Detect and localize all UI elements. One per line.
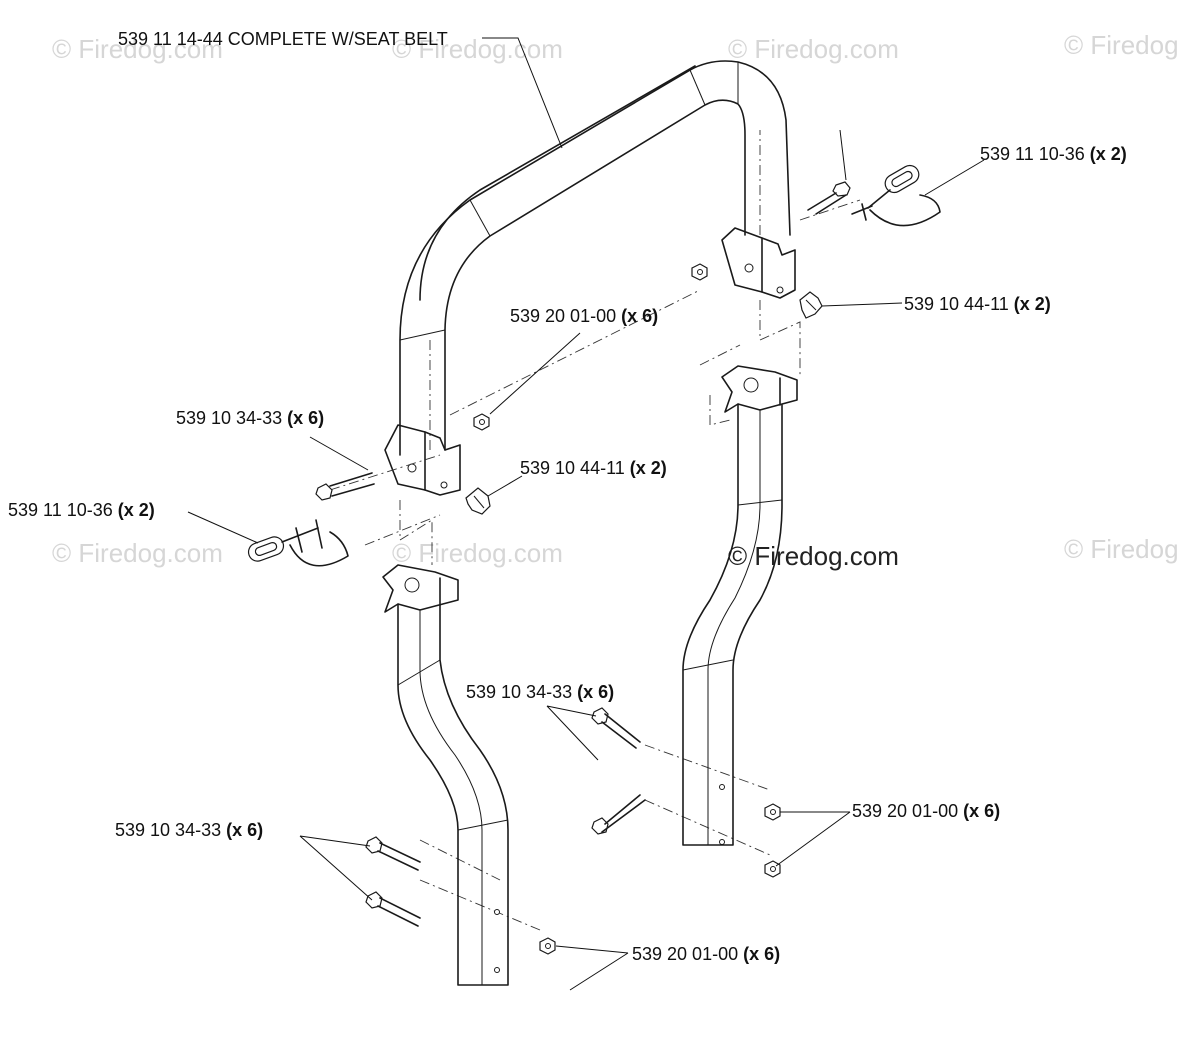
quantity: (x 2) [630,458,667,478]
quantity: (x 6) [226,820,263,840]
quantity: (x 2) [1090,144,1127,164]
callout-nut-lower-left: 539 20 01-00 (x 6) [632,944,780,964]
bolt-upper-right [807,181,851,215]
watermark: © Firedog.com [392,34,563,64]
watermark: © Firedog.com [728,34,899,64]
callout-bolt-lower-left: 539 10 34-33 (x 6) [115,820,263,840]
bolt-lower-left-1 [365,836,421,871]
part-number: 539 11 10-36 [980,144,1085,164]
left-lower-leg [382,564,509,986]
quantity: (x 6) [577,682,614,702]
callout-nut-upper: 539 20 01-00 (x 6) [510,306,658,326]
knob-upper-right [799,291,823,319]
leader-lines [187,37,985,991]
watermark: © Firedog.com [1064,534,1180,564]
quantity: (x 6) [963,801,1000,821]
nut-upper-right [691,263,708,281]
callout-nut-lower-right: 539 20 01-00 (x 6) [852,801,1000,821]
part-number: 539 20 01-00 [852,801,958,821]
callout-knob-left: 539 10 44-11 (x 2) [520,458,667,478]
part-number: 539 10 34-33 [176,408,282,428]
knob-left [465,487,491,515]
watermark: © Firedog.com [1064,30,1180,60]
watermark-layer: © Firedog.com © Firedog.com © Firedog.co… [52,30,1180,571]
bolt-upper-left [315,472,375,501]
nut-lower-left [539,937,556,955]
callout-bolt-upper-left: 539 10 34-33 (x 6) [176,408,324,428]
part-number: 539 10 34-33 [466,682,572,702]
watermark: © Firedog.com [392,538,563,568]
callout-knob-top-right: 539 10 44-11 (x 2) [904,294,1051,314]
bolt-lower-right-2 [591,794,646,835]
callout-pin-left: 539 11 10-36 (x 2) [8,500,155,520]
quantity: (x 2) [118,500,155,520]
watermark: © Firedog.com [52,538,223,568]
bolt-lower-left-2 [365,891,421,927]
watermark-center: © Firedog.com [728,541,899,571]
part-number: 539 20 01-00 [632,944,738,964]
part-number: 539 10 44-11 [904,294,1009,314]
part-number: 539 10 34-33 [115,820,221,840]
hitch-pin-top-right [851,164,941,227]
watermark: © Firedog.com [52,34,223,64]
nut-upper-middle [473,413,490,431]
callout-bolt-lower-right: 539 10 34-33 (x 6) [466,682,614,702]
part-number: 539 11 14-44 COMPLETE W/SEAT BELT [118,29,448,49]
part-number: 539 10 44-11 [520,458,625,478]
callout-labels: 539 11 14-44 COMPLETE W/SEAT BELT 539 11… [8,29,1127,964]
quantity: (x 2) [1014,294,1051,314]
part-number: 539 20 01-00 [510,306,616,326]
hitch-pin-left [247,519,349,567]
part-number: 539 11 10-36 [8,500,113,520]
quantity: (x 6) [743,944,780,964]
callout-assembly: 539 11 14-44 COMPLETE W/SEAT BELT [118,29,448,49]
right-lower-leg [682,365,798,846]
bolt-lower-right-1 [591,707,641,749]
callout-pin-top-right: 539 11 10-36 (x 2) [980,144,1127,164]
quantity: (x 6) [621,306,658,326]
roll-bar-upper-hoop [399,60,791,456]
left-upper-bracket [384,424,461,496]
quantity: (x 6) [287,408,324,428]
right-upper-bracket [721,227,796,299]
nut-lower-right-2 [764,860,781,878]
nut-lower-right-1 [764,803,781,821]
